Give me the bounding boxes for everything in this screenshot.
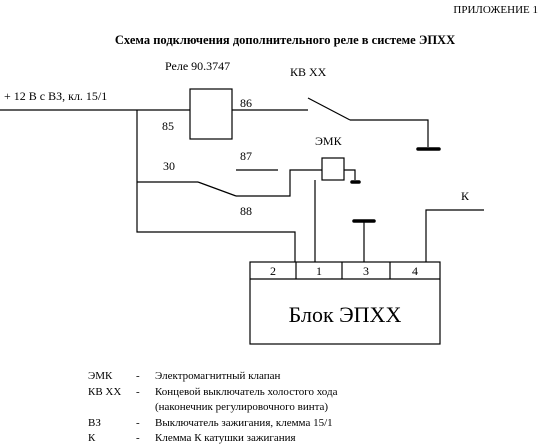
wire-switch-to-ground (350, 119, 429, 147)
diagram-title: Схема подключения дополнительного реле в… (115, 33, 455, 47)
legend-abbr: ЭМК (88, 370, 113, 382)
pin-86-label: 86 (240, 96, 252, 110)
k-label: К (461, 189, 470, 203)
pin-30-label: 30 (163, 159, 175, 173)
pin-85-label: 85 (162, 119, 174, 133)
block-pin-2: 2 (270, 264, 276, 278)
legend-abbr: ВЗ (88, 417, 101, 429)
block-pin-1: 1 (316, 264, 322, 278)
legend-abbr: К (88, 432, 96, 444)
legend-dash: - (136, 386, 140, 398)
wire-valve-ground (344, 169, 356, 180)
epxx-block (249, 261, 441, 345)
legend-text: Концевой выключатель холостого хода (155, 386, 338, 398)
idle-switch-blade (307, 97, 351, 121)
legend-dash: - (136, 417, 140, 429)
supply-label: + 12 В с ВЗ, кл. 15/1 (4, 89, 107, 103)
legend-dash: - (136, 370, 140, 382)
legend-text: Выключатель зажигания, клемма 15/1 (155, 417, 333, 429)
relay-label: Реле 90.3747 (165, 59, 230, 73)
legend-text: (наконечник регулировочного винта) (155, 401, 328, 413)
switch-label: КВ ХХ (290, 65, 327, 79)
legend-dash: - (136, 432, 140, 444)
wire-k-to-pin4 (425, 209, 484, 262)
pin-88-label: 88 (240, 204, 252, 218)
block-pin-3: 3 (363, 264, 369, 278)
legend-abbr: КВ ХХ (88, 386, 121, 398)
appendix-label: ПРИЛОЖЕНИЕ 1 (453, 4, 538, 16)
relay-contact-blade (197, 181, 237, 197)
pin-87-label: 87 (240, 149, 252, 163)
legend-text: Клемма К катушки зажигания (155, 432, 296, 444)
valve-label: ЭМК (315, 134, 343, 148)
wire-88 (236, 169, 322, 197)
block-label: Блок ЭПХХ (289, 302, 402, 327)
relay-coil (189, 88, 233, 140)
valve-coil (321, 157, 345, 181)
block-pin-4: 4 (412, 264, 418, 278)
legend-text: Электромагнитный клапан (155, 370, 281, 382)
legend: ЭМК - Электромагнитный клапан КВ ХХ - Ко… (88, 370, 338, 444)
bus-wire (136, 110, 296, 262)
